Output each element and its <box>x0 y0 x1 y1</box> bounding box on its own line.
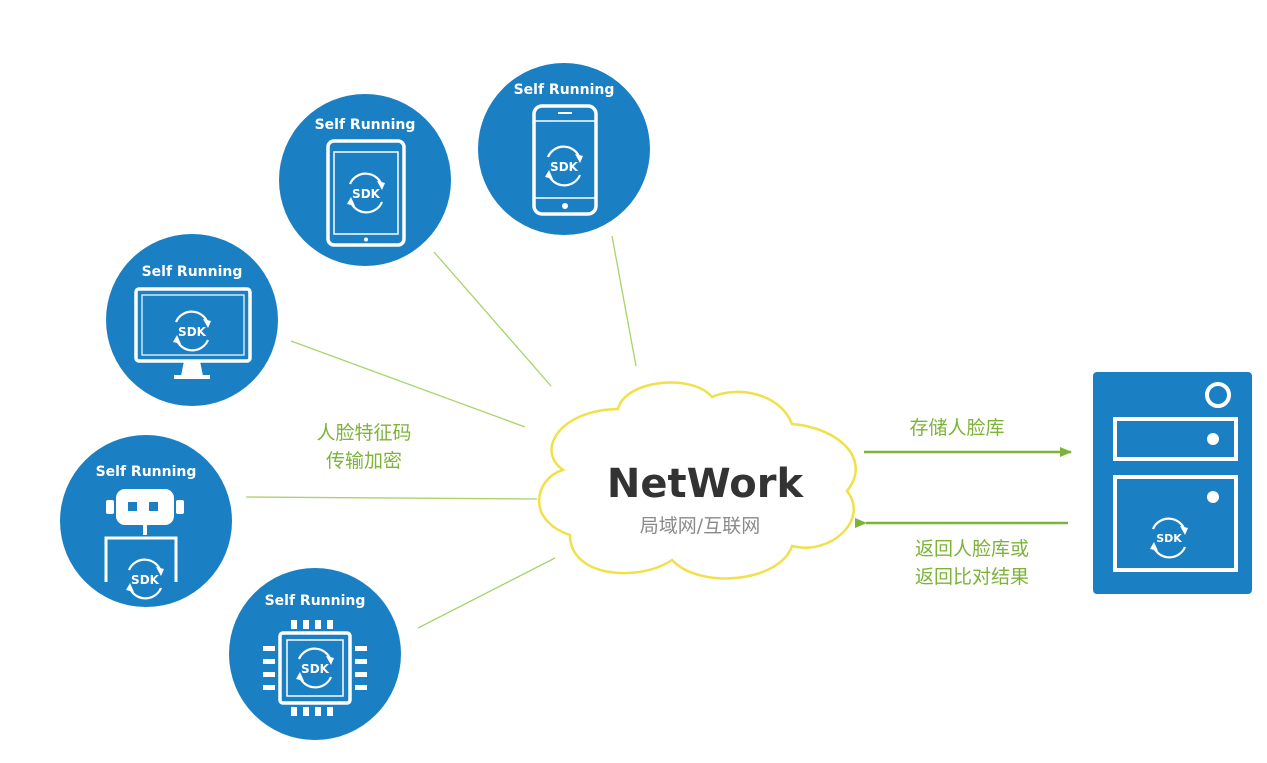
sdk-badge-text: SDK <box>1156 532 1182 545</box>
encryption-caption: 人脸特征码 传输加密 <box>316 422 411 472</box>
robot-icon <box>104 489 184 582</box>
smartphone-icon <box>532 104 598 216</box>
node-desktop: Self Running SDK <box>106 234 278 406</box>
sdk-badge-text: SDK <box>352 187 381 201</box>
link-phone <box>611 235 637 367</box>
node-phone: Self Running SDK <box>478 63 650 235</box>
sync-sdk-icon: SDK <box>173 310 211 352</box>
node-label: Self Running <box>142 264 243 280</box>
caption-line-1: 人脸特征码 <box>316 422 411 444</box>
node-label: Self Running <box>96 464 197 480</box>
desktop-monitor-icon <box>134 287 252 379</box>
sync-sdk-icon: SDK <box>1150 517 1188 559</box>
sync-sdk-icon: SDK <box>126 558 164 600</box>
link-chip <box>417 557 556 629</box>
sdk-badge-text: SDK <box>301 662 330 676</box>
node-robot: Self Running SDK <box>60 435 232 607</box>
link-robot <box>245 496 538 500</box>
sdk-badge-text: SDK <box>550 160 579 174</box>
return-caption-line-1: 返回人脸库或 <box>915 538 1029 560</box>
network-cloud: NetWork 局域网/互联网 <box>538 381 857 580</box>
store-caption: 存储人脸库 <box>909 417 1004 439</box>
sync-sdk-icon: SDK <box>545 145 583 187</box>
chip-icon <box>263 620 367 716</box>
caption-line-2: 传输加密 <box>326 450 402 472</box>
sdk-badge-text: SDK <box>131 573 160 587</box>
network-subtitle: 局域网/互联网 <box>640 515 760 537</box>
node-label: Self Running <box>315 117 416 133</box>
link-desktop <box>290 340 526 428</box>
network-title: NetWork <box>607 461 805 507</box>
tablet-icon <box>326 139 406 247</box>
sync-sdk-icon: SDK <box>296 647 334 689</box>
return-caption-line-2: 返回比对结果 <box>915 566 1029 588</box>
server-icon: SDK <box>1093 372 1252 594</box>
link-tablet <box>433 251 552 387</box>
node-label: Self Running <box>514 82 615 98</box>
sdk-badge-text: SDK <box>178 325 207 339</box>
node-chip: Self Running SDK <box>229 568 401 740</box>
node-label: Self Running <box>265 593 366 609</box>
node-tablet: Self Running SDK <box>279 94 451 266</box>
sync-sdk-icon: SDK <box>347 172 385 214</box>
